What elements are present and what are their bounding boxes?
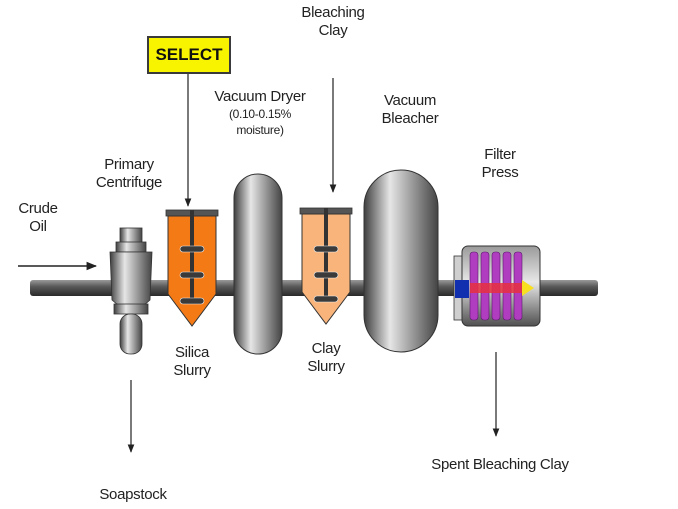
label-filter-press: Filter Press: [481, 146, 519, 181]
label-soapstock: Soapstock: [99, 486, 167, 503]
select-callout[interactable]: SELECT: [147, 36, 231, 74]
vacuum-dryer: [233, 173, 283, 355]
label-vacuum-dryer: Vacuum Dryer (0.10-0.15% moisture): [214, 88, 306, 137]
silica-slurry-tank: [165, 209, 219, 327]
label-clay-slurry: Clay Slurry: [307, 340, 345, 375]
label-bleaching-clay: Bleaching Clay: [301, 4, 365, 39]
label-spent-bleaching-clay: Spent Bleaching Clay: [431, 456, 569, 473]
primary-centrifuge: [109, 227, 153, 355]
vacuum-bleacher: [363, 169, 439, 353]
label-vacuum-bleacher: Vacuum Bleacher: [381, 92, 439, 127]
label-crude-oil: Crude Oil: [18, 200, 58, 235]
clay-slurry-tank: [299, 207, 353, 325]
filter-press: [453, 245, 541, 327]
label-silica-slurry: Silica Slurry: [173, 344, 211, 379]
label-primary-centrifuge: Primary Centrifuge: [95, 156, 163, 191]
